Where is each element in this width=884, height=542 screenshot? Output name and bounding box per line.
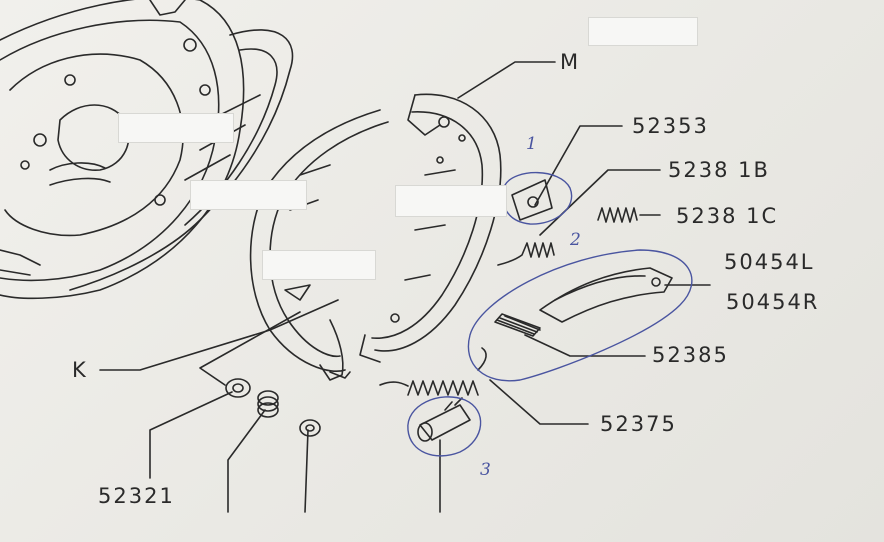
label-50454r: 50454R (726, 290, 820, 314)
handwritten-mark-2: 2 (570, 230, 581, 250)
part-52321-spring (257, 390, 279, 418)
spring-52381b (497, 242, 555, 266)
label-52385: 52385 (652, 343, 729, 367)
circle-mark-1 (502, 171, 573, 225)
pen-marks (407, 171, 693, 457)
wheel-cylinder (417, 397, 471, 442)
leader-lines (99, 61, 711, 513)
label-52321: 52321 (98, 484, 175, 508)
right-brake-shoe (359, 93, 502, 363)
label-50454l: 50454L (724, 250, 815, 274)
redaction-box (262, 250, 376, 280)
redaction-box (190, 180, 307, 210)
handwritten-mark-3: 3 (480, 460, 491, 480)
redaction-box (588, 17, 698, 46)
label-52375: 52375 (600, 412, 677, 436)
handwritten-mark-1: 1 (526, 134, 537, 154)
part-52321-washer (225, 378, 251, 398)
part-52353 (511, 179, 553, 221)
label-52381c: 5238 1C (676, 204, 779, 228)
part-50454 (539, 267, 673, 323)
redaction-box (118, 113, 234, 143)
label-k: K (72, 358, 88, 382)
label-52353: 52353 (632, 114, 709, 138)
redaction-box (395, 185, 507, 217)
backing-plate (0, 0, 245, 300)
left-brake-shoe (249, 109, 389, 381)
label-m: M (560, 50, 581, 74)
label-52381b: 5238 1B (668, 158, 770, 182)
spring-52381c (597, 207, 638, 223)
part-52321-cup (299, 419, 321, 437)
shield (69, 29, 294, 291)
circle-mark-2 (467, 249, 693, 382)
circle-mark-3 (407, 396, 482, 457)
spring-52375 (379, 347, 487, 396)
part-52385 (494, 313, 541, 337)
